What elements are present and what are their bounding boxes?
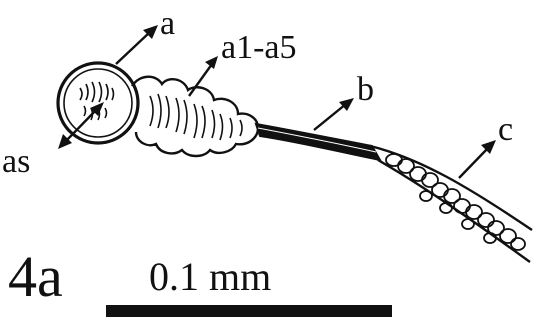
label-as: as [2,143,30,180]
coiled-tube-c [369,144,533,263]
label-b: b [357,71,374,108]
arrow-a [115,25,158,65]
scale-bar-label: 0.1 mm [149,254,271,299]
label-c: c [498,111,513,148]
head-structure [56,61,140,145]
panel-label: 4a [8,244,63,309]
arrow-b [313,98,354,131]
arrow-c [458,140,496,179]
arrows [58,25,496,179]
label-a: a [160,5,175,42]
scale-bar [106,305,392,317]
label-a1-a5: a1-a5 [221,29,297,66]
stalk-b [254,122,382,162]
arrow-a1-a5 [188,56,218,97]
